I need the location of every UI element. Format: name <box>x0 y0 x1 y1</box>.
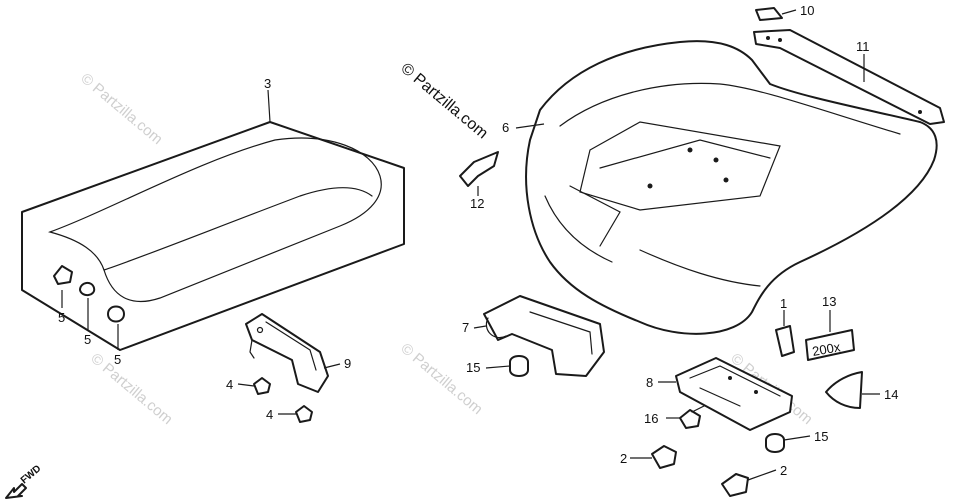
callouts: 1 2 2 3 4 4 5 5 5 6 7 8 9 10 11 12 13 14… <box>58 3 898 478</box>
callout-3: 3 <box>264 76 271 91</box>
grommet-left <box>509 355 529 377</box>
clip-part <box>459 151 499 187</box>
callout-4: 4 <box>266 407 273 422</box>
callout-4: 4 <box>226 377 233 392</box>
seat-bumpers <box>53 265 125 323</box>
small-bracket <box>775 325 795 357</box>
callout-16: 16 <box>644 411 658 426</box>
stay-bar <box>753 29 945 125</box>
callout-6: 6 <box>502 120 509 135</box>
nuts <box>253 377 313 423</box>
emblem-part: 200x <box>805 329 855 361</box>
callout-11: 11 <box>856 39 870 54</box>
side-reflector <box>825 371 863 409</box>
fwd-label: FWD <box>19 463 44 486</box>
watermark: © Partzilla.com <box>397 340 485 418</box>
callout-15: 15 <box>466 360 480 375</box>
fwd-arrow-icon <box>5 483 27 499</box>
callout-1: 1 <box>780 296 787 311</box>
clip-left <box>651 445 677 469</box>
reflector-part <box>755 7 783 21</box>
callout-12: 12 <box>470 196 484 211</box>
callout-14: 14 <box>884 387 898 402</box>
emblem-text: 200x <box>811 339 842 359</box>
callout-15: 15 <box>814 429 828 444</box>
seat-part <box>21 121 405 351</box>
callout-7: 7 <box>462 320 469 335</box>
fender-bracket <box>483 295 605 377</box>
brand-text: © Partzilla.com <box>397 60 491 142</box>
fwd-indicator: FWD <box>5 463 44 499</box>
rear-fender <box>525 40 938 335</box>
callout-5: 5 <box>58 310 65 325</box>
callout-2: 2 <box>780 463 787 478</box>
callout-2: 2 <box>620 451 627 466</box>
grommet-right <box>765 433 785 453</box>
callout-5: 5 <box>84 332 91 347</box>
callout-10: 10 <box>800 3 814 18</box>
leader-lines <box>61 9 880 481</box>
watermark: © Partzilla.com <box>87 350 175 428</box>
plate-part <box>675 357 793 431</box>
clip-bottom <box>721 473 749 497</box>
bolt-part <box>679 405 705 429</box>
callout-8: 8 <box>646 375 653 390</box>
callout-13: 13 <box>822 294 836 309</box>
callout-5: 5 <box>114 352 121 367</box>
callout-9: 9 <box>344 356 351 371</box>
seat-bracket <box>245 313 329 393</box>
watermark: © Partzilla.com <box>77 70 165 148</box>
